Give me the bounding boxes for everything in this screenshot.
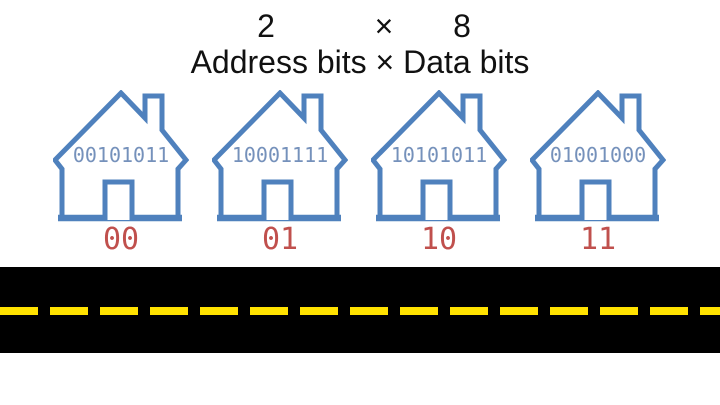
- house-icon: [212, 90, 348, 222]
- data-bit-count: 8: [453, 8, 471, 44]
- multiply-symbol: ×: [374, 8, 394, 44]
- house-address-label: 00: [102, 222, 140, 257]
- house-1: 00101011 00: [53, 90, 189, 260]
- road: [0, 267, 720, 353]
- road-center-line: [0, 307, 720, 315]
- house-address-label: 10: [420, 222, 458, 257]
- house-icon: [53, 90, 189, 222]
- house-address-label: 11: [579, 222, 617, 257]
- house-4: 01001000 11: [530, 90, 666, 260]
- house-data-bits: 10101011: [390, 143, 488, 167]
- title-subtitle: Address bits × Data bits: [190, 44, 530, 80]
- house-data-bits: 00101011: [72, 143, 170, 167]
- house-data-bits: 01001000: [549, 143, 647, 167]
- house-2: 10001111 01: [212, 90, 348, 260]
- house-data-bits: 10001111: [231, 143, 329, 167]
- house-icon: [371, 90, 507, 222]
- house-icon: [530, 90, 666, 222]
- house-address-label: 01: [261, 222, 299, 257]
- house-3: 10101011 10: [371, 90, 507, 260]
- address-bit-count: 2: [257, 8, 275, 44]
